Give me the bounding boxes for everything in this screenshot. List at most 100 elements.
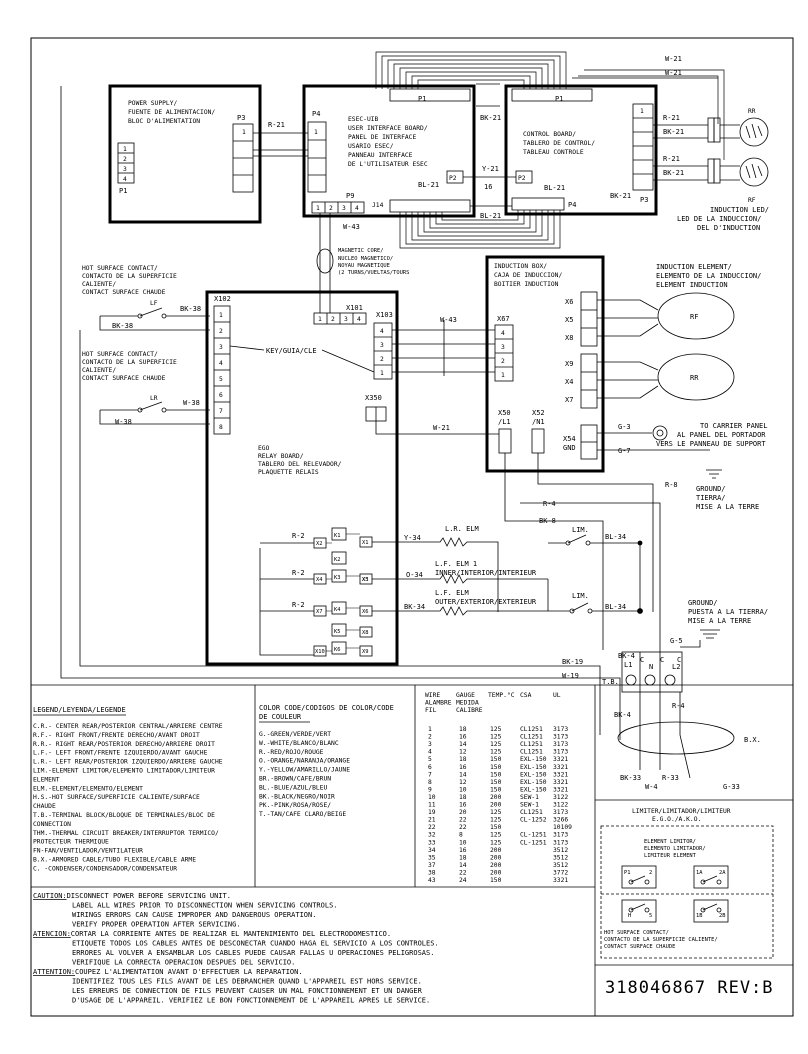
svg-text:VERS LE PANNEAU DE SUPPORT: VERS LE PANNEAU DE SUPPORT xyxy=(656,440,766,448)
caution-text: ERRORES AL VOLVER A ENSAMBLAR LOS CABLES… xyxy=(72,949,434,957)
wire-table-header: TEMP.°C xyxy=(488,691,515,699)
svg-text:N: N xyxy=(649,663,653,671)
svg-text:P4: P4 xyxy=(312,110,320,118)
wire-table-cell: 19 xyxy=(428,809,436,816)
svg-text:C: C xyxy=(640,656,644,664)
svg-text:CONTACTO DE LA SUPERFICIE CALI: CONTACTO DE LA SUPERFICIE CALIENTE/ xyxy=(604,937,718,943)
svg-text:X101: X101 xyxy=(346,304,363,312)
svg-text:X6: X6 xyxy=(565,298,573,306)
svg-text:PANEL DE INTERFACE: PANEL DE INTERFACE xyxy=(348,134,416,141)
magnetic-core-icon xyxy=(316,248,334,274)
wire-table-header: MEDIDA xyxy=(456,700,479,707)
svg-text:X8: X8 xyxy=(565,334,573,342)
svg-text:CONTACT SURFACE CHAUDE: CONTACT SURFACE CHAUDE xyxy=(82,375,166,382)
legend-item: THM.-THERMAL CIRCUIT BREAKER/INTERRUPTOR… xyxy=(33,830,219,837)
color-code-item: BK.-BLACK/NEGRO/NOIR xyxy=(259,793,335,800)
svg-text:RELAY BOARD/: RELAY BOARD/ xyxy=(258,453,304,460)
svg-text:CONTROL BOARD/: CONTROL BOARD/ xyxy=(523,131,576,138)
rf-element-icon xyxy=(657,292,735,340)
svg-text:BK-38: BK-38 xyxy=(180,305,201,313)
svg-text:3: 3 xyxy=(342,205,346,212)
svg-text:NUCLEO MAGNETICO/: NUCLEO MAGNETICO/ xyxy=(338,256,393,262)
svg-text:K6: K6 xyxy=(334,647,341,653)
caution-text: LES ERREURS DE CONNECTION DE FILS PEUVEN… xyxy=(72,987,423,995)
svg-text:X8: X8 xyxy=(362,630,369,636)
svg-text:RF: RF xyxy=(748,197,756,204)
key-label: KEY/GUIA/CLE xyxy=(266,347,317,355)
svg-text:LR: LR xyxy=(150,395,158,402)
caution-heading: ATTENTION: xyxy=(33,968,75,976)
legend-item: FN-FAN/VENTILADOR/VENTILATEUR xyxy=(33,848,143,855)
svg-text:W-21: W-21 xyxy=(433,424,450,432)
wire-table-cell: 21 xyxy=(428,817,436,824)
wire-table-cell: 43 xyxy=(428,877,436,884)
svg-text:X67: X67 xyxy=(497,315,510,323)
svg-text:2: 2 xyxy=(501,358,505,365)
power-supply-title-1: POWER SUPPLY/ xyxy=(128,100,177,107)
svg-text:G-7: G-7 xyxy=(618,447,631,455)
svg-text:P1: P1 xyxy=(418,95,426,103)
svg-text:X2: X2 xyxy=(316,541,323,547)
svg-text:BL-21: BL-21 xyxy=(480,212,501,220)
svg-text:W-43: W-43 xyxy=(343,223,360,231)
svg-text:P4: P4 xyxy=(568,201,576,209)
svg-text:W-19: W-19 xyxy=(562,672,579,680)
wire-table-cell: 37 xyxy=(428,862,436,869)
wire-table-cell: 3512 xyxy=(553,862,568,869)
wire-table-cell: 14 xyxy=(459,862,467,869)
wire-table-cell: 125 xyxy=(490,741,502,748)
svg-text:3: 3 xyxy=(219,344,223,351)
svg-text:1: 1 xyxy=(501,372,505,379)
svg-text:CAJA DE INDUCCION/: CAJA DE INDUCCION/ xyxy=(494,272,562,279)
wire-table-cell: 16 xyxy=(459,847,467,854)
svg-text:DEL D'INDUCTION: DEL D'INDUCTION xyxy=(697,224,760,232)
wire-table-cell: 6 xyxy=(428,764,432,771)
wire-table-cell: 150 xyxy=(490,771,502,778)
svg-text:BK-33: BK-33 xyxy=(620,774,641,782)
wire-table-cell: 150 xyxy=(490,786,502,793)
svg-text:BL-34: BL-34 xyxy=(605,603,626,611)
wire-table-header: GAUGE xyxy=(456,692,475,699)
svg-text:R-2: R-2 xyxy=(292,601,305,609)
svg-text:X103: X103 xyxy=(376,311,393,319)
svg-text:P1: P1 xyxy=(624,870,631,876)
caution-heading: ATENCION: xyxy=(33,930,71,938)
caution-text: COUPEZ L'ALIMENTATION AVANT D'EFFECTUER … xyxy=(75,968,303,976)
svg-text:W-38: W-38 xyxy=(183,399,200,407)
wire-table-cell: 22 xyxy=(428,824,436,831)
wire-table-header: ALAMBRE xyxy=(425,700,452,707)
wire-table-cell: CL1251 xyxy=(520,734,543,741)
svg-text:L.F. ELM 1: L.F. ELM 1 xyxy=(435,560,477,568)
svg-text:3: 3 xyxy=(380,342,384,349)
svg-text:8: 8 xyxy=(219,424,223,431)
rr-element-icon xyxy=(657,353,735,401)
svg-text:INDUCTION ELEMENT/: INDUCTION ELEMENT/ xyxy=(656,263,732,271)
caution-text: ETIQUETE TODOS LOS CABLES ANTES DE DESCO… xyxy=(72,940,439,948)
ps-p3-label: P3 xyxy=(237,114,245,122)
wire-table-cell: 8 xyxy=(428,779,432,786)
wire-table-cell: EXL-150 xyxy=(520,756,547,763)
svg-text:BK-4: BK-4 xyxy=(614,711,631,719)
svg-text:TIERRA/: TIERRA/ xyxy=(696,494,726,502)
svg-text:COLOR CODE/CODIGOS DE COLOR/CO: COLOR CODE/CODIGOS DE COLOR/CODE xyxy=(259,704,394,712)
wire-table-cell: 7 xyxy=(428,771,432,778)
svg-text:INDUCTION LED/: INDUCTION LED/ xyxy=(710,206,769,214)
svg-text:X9: X9 xyxy=(565,360,573,368)
svg-text:X52: X52 xyxy=(532,409,545,417)
svg-text:X9: X9 xyxy=(362,649,369,655)
svg-text:X54: X54 xyxy=(563,435,576,443)
wire-table-cell: 3173 xyxy=(553,832,568,839)
led-wiring xyxy=(653,117,769,187)
wire-table-cell: 9 xyxy=(428,786,432,793)
legend-item: R.R.- RIGHT REAR/POSTERIOR DERECHO/ARRIE… xyxy=(33,741,215,748)
svg-text:RR: RR xyxy=(690,374,699,382)
color-code-item: Y.-YELLOW/AMARILLO/JAUNE xyxy=(259,767,350,774)
svg-text:LEGEND/LEYENDA/LEGENDE: LEGEND/LEYENDA/LEGENDE xyxy=(33,706,126,714)
wire-table-cell: 150 xyxy=(490,779,502,786)
wire-table-cell: 12 xyxy=(459,749,467,756)
svg-text:7: 7 xyxy=(219,408,223,415)
wire-table-cell: 10 xyxy=(459,839,467,846)
wire-table-cell: 125 xyxy=(490,726,502,733)
svg-text:1B: 1B xyxy=(696,913,703,919)
